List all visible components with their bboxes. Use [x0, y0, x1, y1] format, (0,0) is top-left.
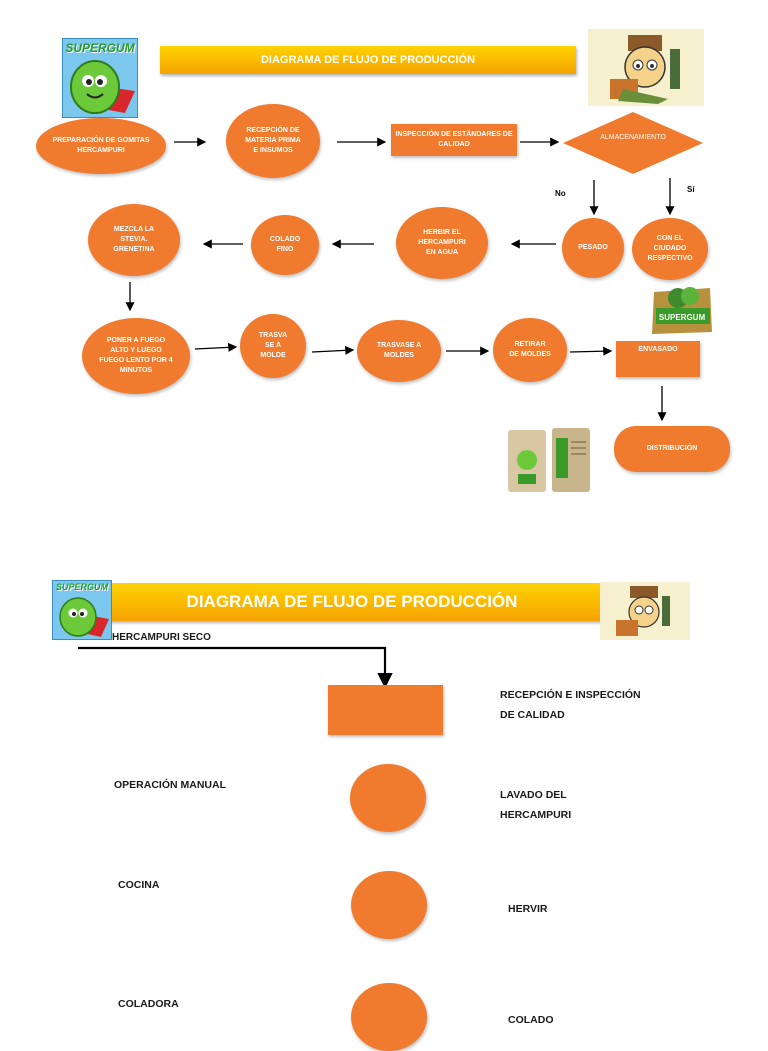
node-trasvase-moldes: TRASVASE A MOLDES: [357, 320, 441, 382]
node-con-cuidado-label: CON EL CIUDADO RESPECTIVO: [647, 234, 693, 263]
product-packages-image: [504, 424, 594, 496]
symbol-inspection-rect: [328, 685, 443, 735]
node-inspeccion: INSPECCIÓN DE ESTÁNDARES DE CALIDAD: [391, 124, 517, 156]
symbol-operation-circle-1: [350, 764, 426, 832]
node-hervir-label: HERBIR EL HERCAMPURI EN AGUA: [418, 228, 466, 257]
logo-text-2: SUPERGUM: [55, 582, 108, 592]
branch-si-label: Sí: [687, 185, 695, 194]
node-colado-label: COLADO FINO: [269, 235, 301, 253]
node-colado: COLADO FINO: [251, 215, 319, 275]
supergum-logo-2: SUPERGUM: [52, 580, 112, 640]
node-preparacion: PREPARACIÓN DE GOMITAS HERCAMPURI: [36, 118, 166, 174]
node-hervir: HERBIR EL HERCAMPURI EN AGUA: [396, 207, 488, 279]
row3-left: COLADORA: [118, 998, 179, 1010]
row1-right: LAVADO DEL HERCAMPURI: [500, 789, 572, 821]
node-pesado: PESADO: [562, 218, 624, 278]
row2-right: HERVIR: [508, 903, 548, 915]
node-trasvase-moldes-label: TRASVASE A MOLDES: [376, 341, 422, 359]
node-mezcla-label: MEZCLA LA STEVIA. GRENETINA: [113, 225, 155, 254]
node-poner-fuego-label: PONER A FUEGO ALTO Y LUEGO FUEGO LENTO P…: [99, 336, 173, 375]
node-envasado: ENVASADO: [616, 341, 700, 377]
row2-left: COCINA: [118, 879, 160, 891]
page2-title: DIAGRAMA DE FLUJO DE PRODUCCIÓN: [100, 583, 604, 621]
node-retirar-label: RETIRAR DE MOLDES: [509, 340, 551, 358]
page-title: DIAGRAMA DE FLUJO DE PRODUCCIÓN: [160, 46, 576, 74]
row0-right: RECEPCIÓN E INSPECCIÓN DE CALIDAD: [500, 689, 641, 721]
node-con-cuidado: CON EL CIUDADO RESPECTIVO: [632, 218, 708, 280]
node-recepcion-label: RECEPCIÓN DE MATERIA PRIMA E INSUMOS: [245, 126, 301, 155]
node-distribucion-label: DISTRIBUCIÓN: [646, 444, 698, 452]
node-trasva-molde-label: TRASVA SE A MOLDE: [258, 331, 288, 360]
row1-left: OPERACIÓN MANUAL: [114, 779, 226, 791]
supergum-logo: SUPERGUM: [62, 38, 138, 118]
node-trasva-molde: TRASVA SE A MOLDE: [240, 314, 306, 378]
node-retirar: RETIRAR DE MOLDES: [493, 318, 567, 382]
product-bag-image: SUPERGUM: [648, 284, 716, 336]
logo-text: SUPERGUM: [65, 41, 135, 55]
node-pesado-label: PESADO: [578, 243, 608, 251]
svg-text:SUPERGUM: SUPERGUM: [659, 313, 706, 322]
cartoon-character-image: [588, 29, 704, 106]
symbol-operation-circle-2: [351, 871, 427, 939]
node-almacenamiento: ALMACENAMIENTO: [562, 111, 704, 175]
node-almacenamiento-label: ALMACENAMIENTO: [600, 134, 666, 141]
node-envasado-label: ENVASADO: [638, 346, 678, 353]
node-mezcla: MEZCLA LA STEVIA. GRENETINA: [88, 204, 180, 276]
node-preparacion-label: PREPARACIÓN DE GOMITAS HERCAMPURI: [52, 136, 150, 154]
cartoon-character-image-2: [600, 582, 690, 640]
row3-right: COLADO: [508, 1014, 554, 1026]
symbol-operation-circle-3: [351, 983, 427, 1051]
page2-title-text: DIAGRAMA DE FLUJO DE PRODUCCIÓN: [186, 592, 518, 611]
node-recepcion: RECEPCIÓN DE MATERIA PRIMA E INSUMOS: [226, 104, 320, 178]
page-title-text: DIAGRAMA DE FLUJO DE PRODUCCIÓN: [260, 54, 476, 66]
node-poner-fuego: PONER A FUEGO ALTO Y LUEGO FUEGO LENTO P…: [82, 318, 190, 394]
page2-connector: [78, 646, 393, 689]
branch-no-label: No: [555, 189, 566, 198]
node-distribucion: DISTRIBUCIÓN: [614, 426, 730, 472]
top-label: HERCAMPURI SECO: [112, 632, 211, 643]
node-inspeccion-label: INSPECCIÓN DE ESTÁNDARES DE CALIDAD: [395, 130, 513, 148]
flow-arrows: [125, 137, 675, 422]
